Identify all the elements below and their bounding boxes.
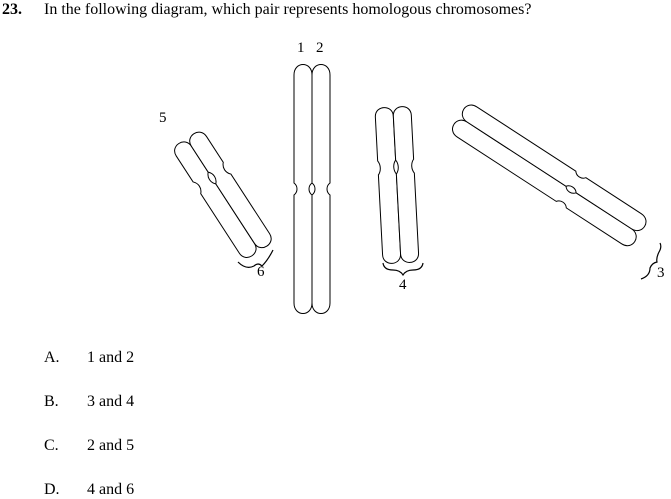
brace-3	[640, 242, 662, 280]
chromosome-5-6	[170, 128, 275, 262]
option-b-letter: B.	[44, 393, 59, 410]
question-text: In the following diagram, which pair rep…	[44, 1, 532, 18]
question-number: 23.	[2, 1, 22, 18]
label-1: 1	[297, 40, 305, 56]
label-5: 5	[159, 110, 167, 126]
label-3: 3	[657, 265, 665, 281]
option-a-text: 1 and 2	[87, 349, 135, 366]
option-b-text: 3 and 4	[87, 393, 135, 410]
option-d-letter: D.	[44, 481, 60, 498]
chromosome-4	[374, 105, 420, 265]
brace-4	[382, 262, 424, 277]
option-c-text: 2 and 5	[87, 437, 135, 454]
label-2: 2	[316, 40, 324, 56]
option-a-letter: A.	[44, 349, 60, 366]
brace-6	[237, 249, 274, 268]
chromosome-3	[448, 101, 650, 250]
option-c-letter: C.	[44, 437, 59, 454]
label-6: 6	[257, 264, 265, 280]
chromosome-diagram: 1 2 5 6 4 3	[159, 40, 665, 314]
chromosome-1-2	[293, 64, 331, 314]
option-d-text: 4 and 6	[87, 481, 135, 498]
label-4: 4	[399, 277, 407, 293]
